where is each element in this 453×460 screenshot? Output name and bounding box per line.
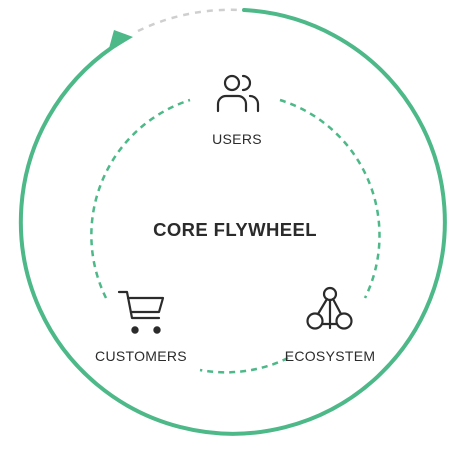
node-label-users: USERS: [212, 131, 262, 147]
outer-cycle-dashed-gap: [137, 8, 241, 33]
users-icon: [216, 74, 260, 113]
outer-cycle-arc: [18, 8, 447, 436]
inner-arc-users-ecosystem: [279, 98, 381, 299]
node-label-ecosystem: ECOSYSTEM: [284, 348, 376, 364]
cycle-arrowhead: [108, 30, 133, 52]
diagram-title: CORE FLYWHEEL: [153, 219, 317, 240]
inner-arc-ecosystem-customers: [199, 356, 289, 374]
ecosystem-network-icon: [306, 286, 353, 330]
shopping-cart-icon: [117, 290, 165, 334]
node-label-customers: CUSTOMERS: [95, 348, 187, 364]
inner-arc-customers-users: [90, 98, 191, 299]
